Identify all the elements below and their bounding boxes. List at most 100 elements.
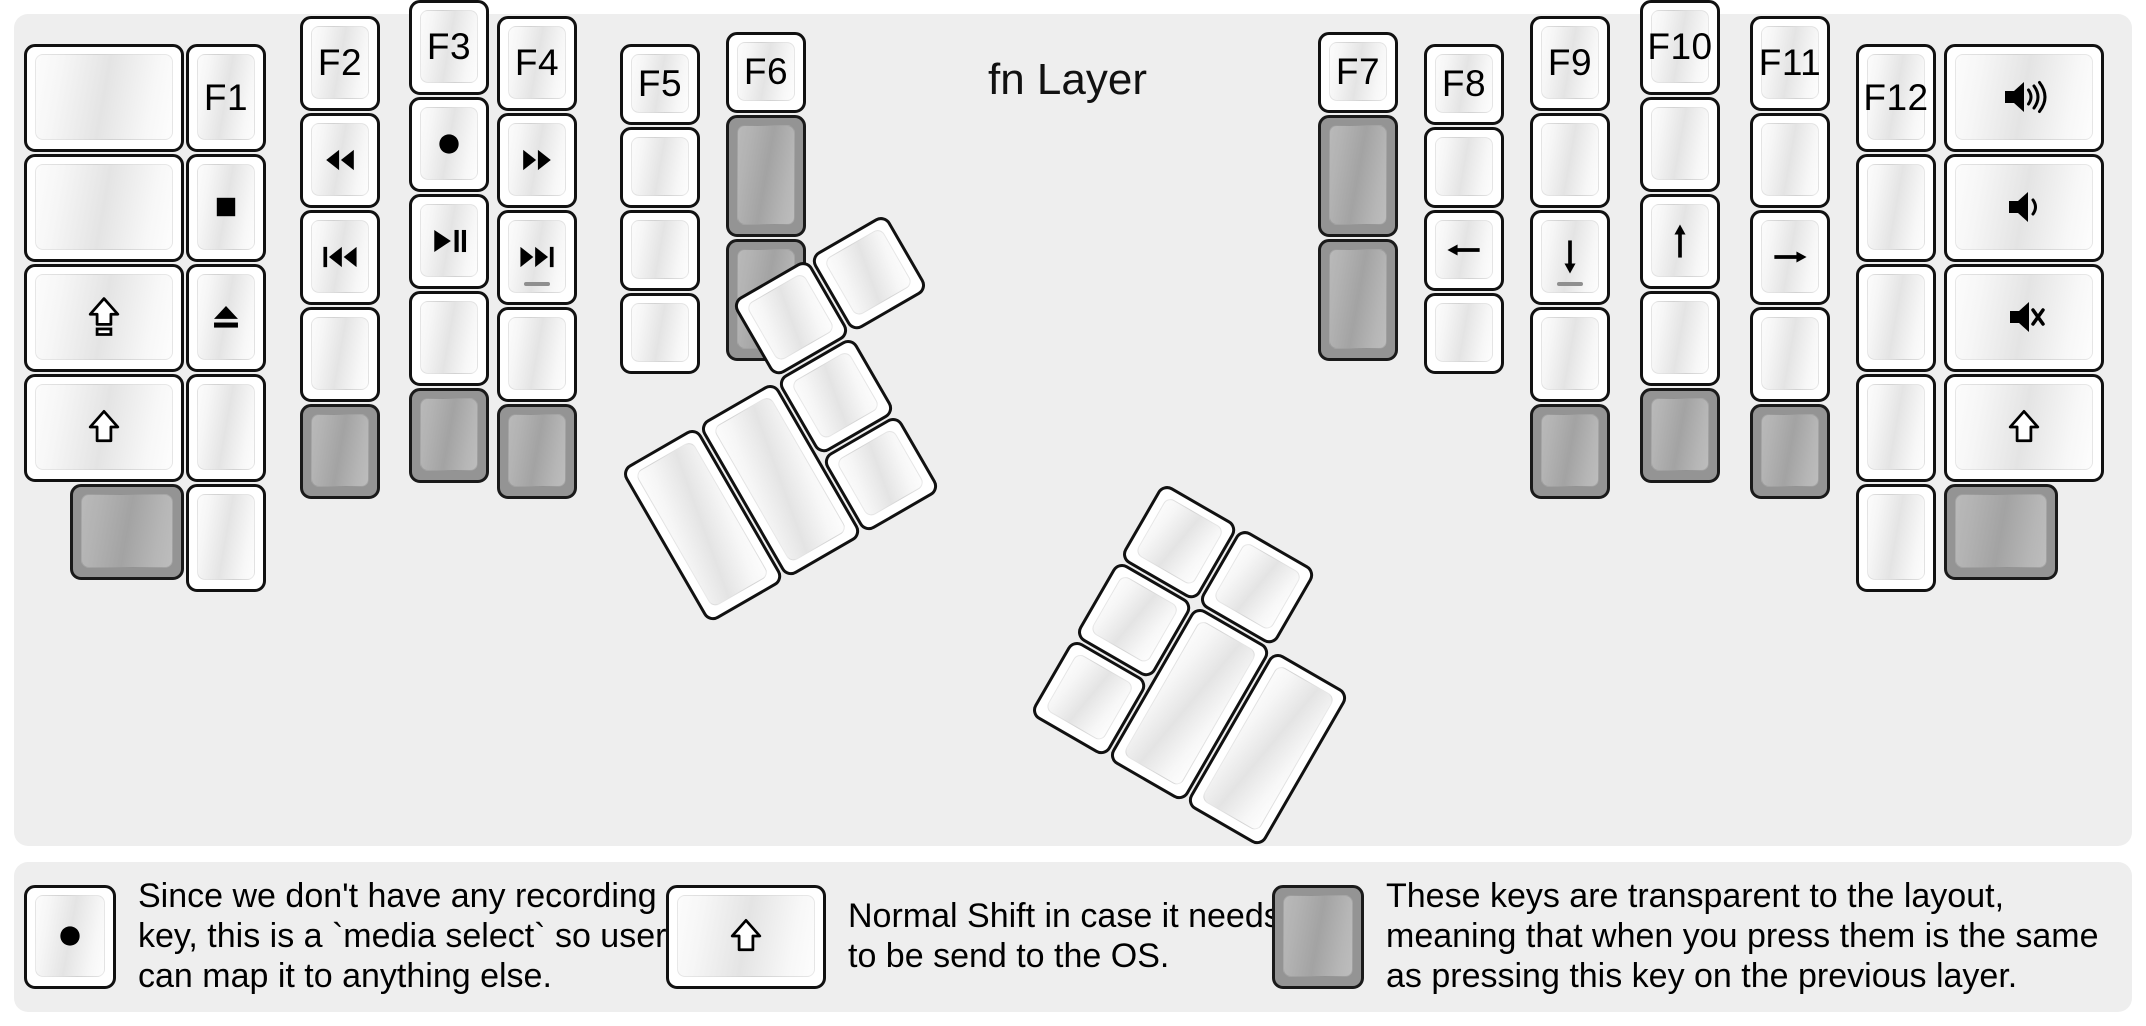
f12-column-key-1[interactable] [1856,154,1936,262]
arrow-up-icon [1657,218,1703,264]
homing-bar [1557,282,1583,286]
outer-right-key-2[interactable] [1944,264,2104,372]
f8-column-key-3[interactable] [1424,293,1504,374]
keycap-face [1329,125,1387,225]
legend-key-2 [1272,885,1364,989]
keycap-label: F7 [1335,51,1381,92]
f6-column-key-0[interactable]: F6 [726,32,806,113]
keycap-face [35,54,173,140]
media-previous-track-icon [317,234,363,280]
outer-left-key-3[interactable] [24,374,184,482]
volume-up-icon [2005,81,2047,113]
volume-down-icon [1999,182,2049,232]
keycap-face [1761,317,1819,390]
outer-right-key-0[interactable] [1944,44,2104,152]
f1-column-key-3[interactable] [186,374,266,482]
keycap-face [197,274,255,360]
outer-left-key-1[interactable] [24,154,184,262]
f7-column-key-1[interactable] [1318,115,1398,237]
f11-column-key-3[interactable] [1750,307,1830,402]
f6-column-key-1[interactable] [726,115,806,237]
arrow-down-icon [1564,239,1576,274]
legend-keycap-2[interactable] [1272,885,1364,989]
f10-column-key-0[interactable]: F10 [1640,0,1720,95]
f8-column-key-0[interactable]: F8 [1424,44,1504,125]
f9-column-key-0[interactable]: F9 [1530,16,1610,111]
f4-column-key-3[interactable] [497,307,577,402]
f10-column-key-4[interactable] [1640,388,1720,483]
f2-column-key-2[interactable] [300,210,380,305]
f7-column-key-2[interactable] [1318,239,1398,361]
f3-column-key-1[interactable] [409,97,489,192]
keycap-face [1435,303,1493,362]
outer-left-key-0[interactable] [24,44,184,152]
f11-column-key-4[interactable] [1750,404,1830,499]
f9-column-key-3[interactable] [1530,307,1610,402]
keycap-face [420,301,478,374]
f4-column-key-0[interactable]: F4 [497,16,577,111]
legend-keycap-0[interactable] [24,885,116,989]
arrow-left-icon [1441,227,1487,273]
f5-column-key-3[interactable] [620,293,700,374]
keycap-face [1329,249,1387,349]
f2-column-key-0[interactable]: F2 [300,16,380,111]
f1-column-key-1[interactable] [186,154,266,262]
media-play-pause-icon [434,229,467,252]
keycap-label: F2 [317,42,363,83]
f9-column-key-2[interactable] [1530,210,1610,305]
keycap-face [1134,496,1225,587]
f1-column-key-2[interactable] [186,264,266,372]
keycap-face [197,494,255,580]
f10-column-key-1[interactable] [1640,97,1720,192]
f3-column-key-4[interactable] [409,388,489,483]
f12-column-key-2[interactable] [1856,264,1936,372]
f11-column-key-2[interactable] [1750,210,1830,305]
f12-column-key-0[interactable]: F12 [1856,44,1936,152]
outer-right-key-4[interactable] [1944,484,2058,580]
keycap-face [35,274,173,360]
f3-column-key-3[interactable] [409,291,489,386]
f5-column-key-2[interactable] [620,210,700,291]
media-record-icon [426,121,472,167]
f12-column-key-3[interactable] [1856,374,1936,482]
f4-column-key-2[interactable] [497,210,577,305]
f3-column-key-0[interactable]: F3 [409,0,489,95]
f2-column-key-1[interactable] [300,113,380,208]
f10-column-key-3[interactable] [1640,291,1720,386]
media-fast-forward-icon [523,149,551,170]
outer-left-key-2[interactable] [24,264,184,372]
f2-column-key-3[interactable] [300,307,380,402]
keycap-label: F9 [1547,42,1593,83]
media-fast-forward-icon [514,137,560,183]
f2-column-key-4[interactable] [300,404,380,499]
legend-keycap-1[interactable] [666,885,826,989]
keycap-face [311,414,369,487]
f7-column-key-0[interactable]: F7 [1318,32,1398,113]
f10-column-key-2[interactable] [1640,194,1720,289]
keycap-face [1651,107,1709,180]
f11-column-key-1[interactable] [1750,113,1830,208]
f12-column-key-4[interactable] [1856,484,1936,592]
f9-column-key-1[interactable] [1530,113,1610,208]
outer-left-key-4[interactable] [70,484,184,580]
f1-column-key-0[interactable]: F1 [186,44,266,152]
f1-column-key-4[interactable] [186,484,266,592]
f8-column-key-2[interactable] [1424,210,1504,291]
f11-column-key-0[interactable]: F11 [1750,16,1830,111]
f5-column-key-0[interactable]: F5 [620,44,700,125]
keycap-face: F5 [631,54,689,113]
outer-right-key-3[interactable] [1944,374,2104,482]
outer-right-key-1[interactable] [1944,154,2104,262]
shift-icon [730,918,762,952]
f3-column-key-2[interactable] [409,194,489,289]
f9-column-key-4[interactable] [1530,404,1610,499]
f4-column-key-1[interactable] [497,113,577,208]
media-eject-icon [203,294,249,340]
keycap-face [1955,54,2093,140]
keycap-face: F4 [508,26,566,99]
f5-column-key-1[interactable] [620,127,700,208]
f8-column-key-1[interactable] [1424,127,1504,208]
keycap-face [197,384,255,470]
keycap-label: F12 [1863,76,1929,118]
f4-column-key-4[interactable] [497,404,577,499]
